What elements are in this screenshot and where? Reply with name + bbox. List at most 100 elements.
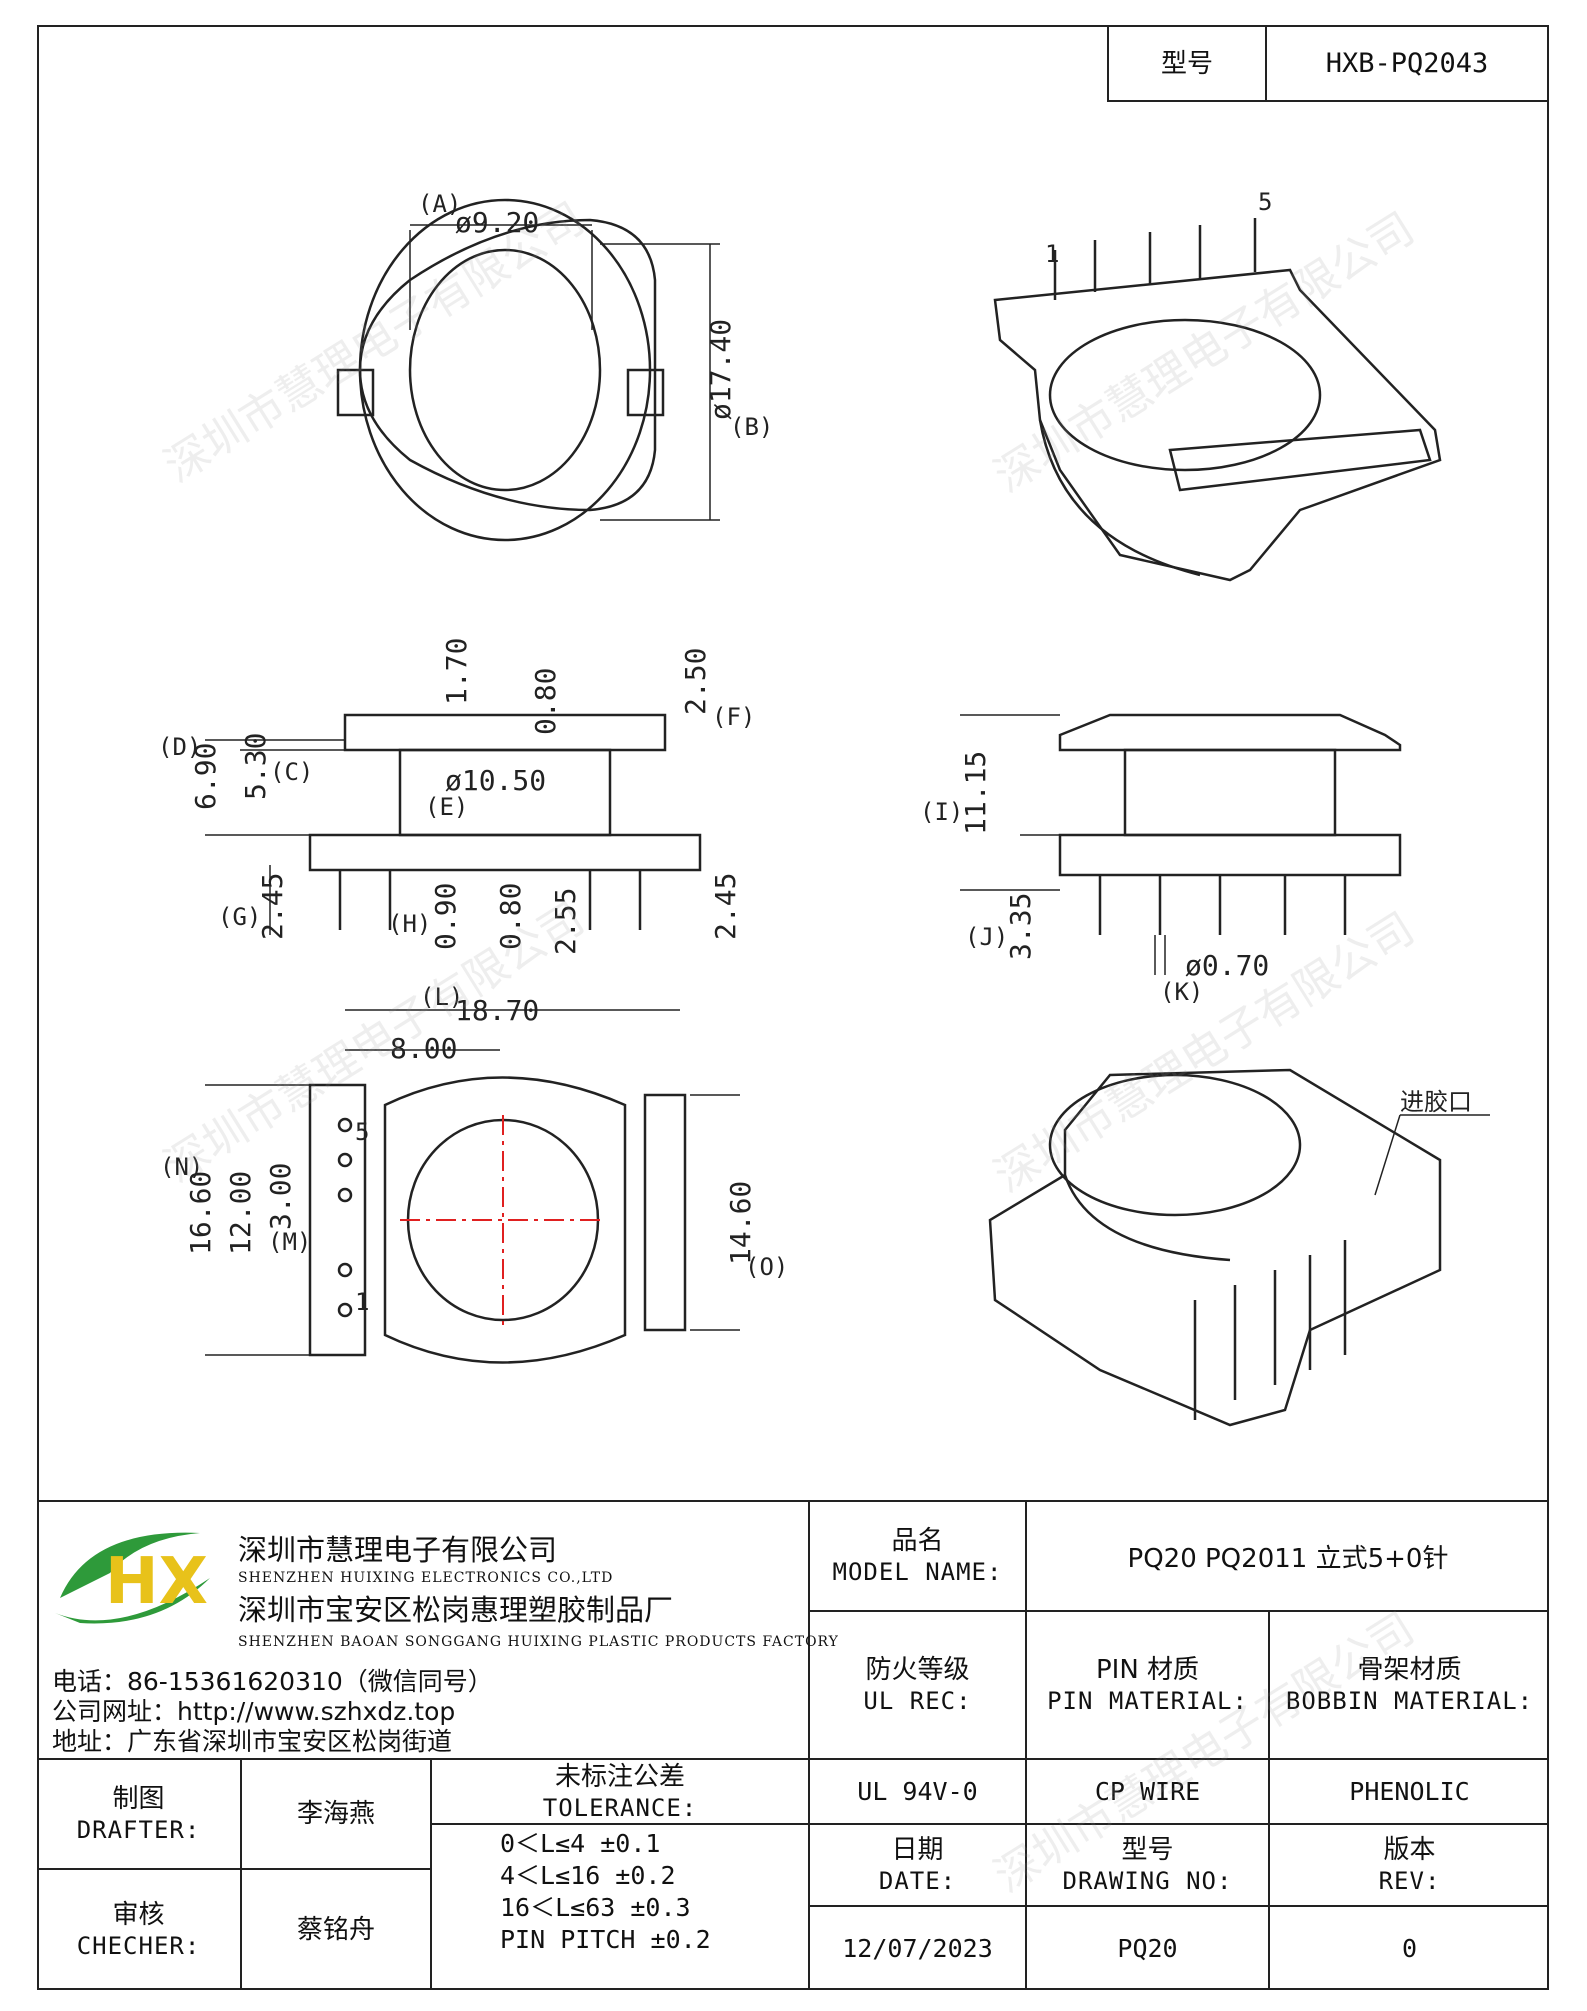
drawing-no-value: PQ20	[1117, 1934, 1178, 1963]
factory-name-en: SHENZHEN BAOAN SONGGANG HUIXING PLASTIC …	[238, 1634, 839, 1650]
checker-cn: 审核	[112, 1900, 165, 1930]
date-value: 12/07/2023	[842, 1934, 993, 1963]
dim-170: 1.70	[440, 638, 473, 705]
rev-cn: 版本	[1383, 1835, 1436, 1865]
front-view	[205, 713, 702, 935]
front-top-flange	[343, 713, 667, 752]
dim-b-label: (B)	[730, 413, 773, 441]
top-view	[336, 198, 720, 542]
iso-top-lower-flange	[1038, 419, 1201, 577]
tb-v-1268	[1268, 1610, 1270, 1990]
bottom-view	[205, 1009, 740, 1364]
dim-f-label: (F)	[712, 703, 755, 731]
iso-bottom-outline	[988, 1068, 1442, 1427]
front-bottom-flange	[308, 833, 702, 872]
dim-1460: 14.60	[724, 1181, 757, 1265]
dim-1200: 12.00	[224, 1171, 257, 1255]
dim-080-top: 0.80	[529, 668, 562, 735]
fire-cn: 防火等级	[865, 1655, 970, 1685]
checker-name: 蔡铭舟	[296, 1915, 375, 1945]
dim-1660: 16.60	[184, 1171, 217, 1255]
tb-v-1025	[1025, 1500, 1027, 1990]
dim-i-label: (I)	[920, 798, 963, 826]
model-name-value: PQ20 PQ2011 立式5+0针	[1127, 1543, 1449, 1574]
rev-header: 版本 REV:	[1270, 1825, 1549, 1905]
dim-300: 3.00	[264, 1163, 297, 1230]
dim-090: 0.90	[429, 883, 462, 950]
dim-k-label: (K)	[1160, 978, 1203, 1006]
bottom-rail-right	[643, 1093, 687, 1332]
pin-material-header: PIN 材质 PIN MATERIAL:	[1027, 1612, 1268, 1758]
iso-bottom-flange	[1063, 1174, 1231, 1262]
dim-1050: ø10.50	[445, 764, 546, 797]
date-cn: 日期	[891, 1835, 944, 1865]
dim-m-label: (M)	[268, 1228, 311, 1256]
checker-en: CHECHER:	[76, 1932, 201, 1960]
dim-255: 2.55	[549, 888, 582, 955]
tb-h-1868	[37, 1868, 430, 1870]
tb-v-240	[240, 1758, 242, 1990]
pin-en: PIN MATERIAL:	[1047, 1687, 1248, 1715]
checker-header: 审核 CHECHER:	[37, 1870, 240, 1990]
top-view-bore	[408, 248, 602, 492]
drafter-header: 制图 DRAFTER:	[37, 1760, 240, 1868]
dim-c-label: (C)	[270, 758, 313, 786]
dim-335: 3.35	[1004, 893, 1037, 960]
tb-v-430	[430, 1758, 432, 1990]
dim-o-label: (O)	[745, 1253, 788, 1281]
dim-1870: 18.70	[455, 994, 539, 1027]
company-name-en: SHENZHEN HUIXING ELECTRONICS CO.,LTD	[238, 1570, 614, 1586]
dim-250: 2.50	[679, 648, 712, 715]
dim-l-label: (L)	[420, 983, 463, 1011]
tolerance-cn: 未标注公差	[554, 1761, 685, 1792]
tolerance-list: 0＜L≤4 ±0.1 4＜L≤16 ±0.2 16＜L≤63 ±0.3 PIN …	[500, 1828, 711, 1956]
factory-name-cn: 深圳市宝安区松岗惠理塑胶制品厂	[238, 1593, 674, 1627]
technical-drawing: (A) ø9.20 (B) ø17.40 1 5	[158, 188, 1490, 1427]
drafter-name: 李海燕	[296, 1799, 375, 1829]
bottom-outline	[383, 1076, 627, 1364]
iso-top-outline	[993, 268, 1442, 582]
date-header: 日期 DATE:	[810, 1825, 1025, 1905]
isometric-view-bottom	[988, 1068, 1490, 1427]
fire-rating-value: UL 94V-0	[857, 1777, 978, 1806]
tolerance-row: 16＜L≤63 ±0.3	[500, 1893, 691, 1922]
bobbin-en: BOBBIN MATERIAL:	[1285, 1687, 1534, 1715]
dim-n-label: (N)	[160, 1153, 203, 1181]
center-mark	[400, 1115, 605, 1325]
dim-a-label: (A)	[418, 190, 461, 218]
bottom-pin-rail-left	[308, 1083, 367, 1357]
header-divider-bottom	[1107, 100, 1549, 102]
side-bottom-flange	[1058, 833, 1402, 877]
dim-245-left: 2.45	[256, 873, 289, 940]
top-view-tab-left	[336, 368, 375, 417]
dim-a-value: ø9.20	[455, 206, 539, 239]
dim-530: 5.30	[239, 733, 272, 800]
dim-800: 8.00	[390, 1032, 457, 1065]
company-logo: HX	[55, 1532, 210, 1624]
iso-bottom-bore	[1048, 1073, 1302, 1217]
tb-h-1610	[808, 1610, 1549, 1612]
pin-material-value: CP WIRE	[1094, 1777, 1201, 1806]
tb-h-1823	[430, 1823, 1549, 1825]
bobbin-material-value: PHENOLIC	[1349, 1777, 1470, 1806]
tolerance-row: 0＜L≤4 ±0.1	[500, 1829, 661, 1858]
header-divider-left	[1107, 25, 1109, 102]
fire-en: UL REC:	[863, 1687, 972, 1715]
drafter-en: DRAFTER:	[76, 1816, 201, 1844]
bobbin-cn: 骨架材质	[1357, 1655, 1462, 1685]
dim-070: ø0.70	[1185, 949, 1269, 982]
top-view-tab-right	[626, 368, 665, 417]
dim-b-value: ø17.40	[704, 319, 737, 420]
drawing-no-header: 型号 DRAWING NO:	[1027, 1825, 1268, 1905]
tolerance-en: TOLERANCE:	[542, 1793, 698, 1822]
bottom-pin5-label: 5	[355, 1118, 369, 1146]
dim-j-label: (J)	[965, 923, 1008, 951]
drafter-cn: 制图	[112, 1784, 165, 1814]
gate-label: 进胶口	[1400, 1088, 1472, 1116]
dim-e-label: (E)	[425, 793, 468, 821]
iso-top-bore	[1048, 318, 1322, 472]
header-divider-mid	[1265, 25, 1267, 102]
bobbin-material-header: 骨架材质 BOBBIN MATERIAL:	[1270, 1612, 1549, 1758]
isometric-view-top	[993, 218, 1442, 582]
side-top-flange	[1058, 713, 1402, 752]
